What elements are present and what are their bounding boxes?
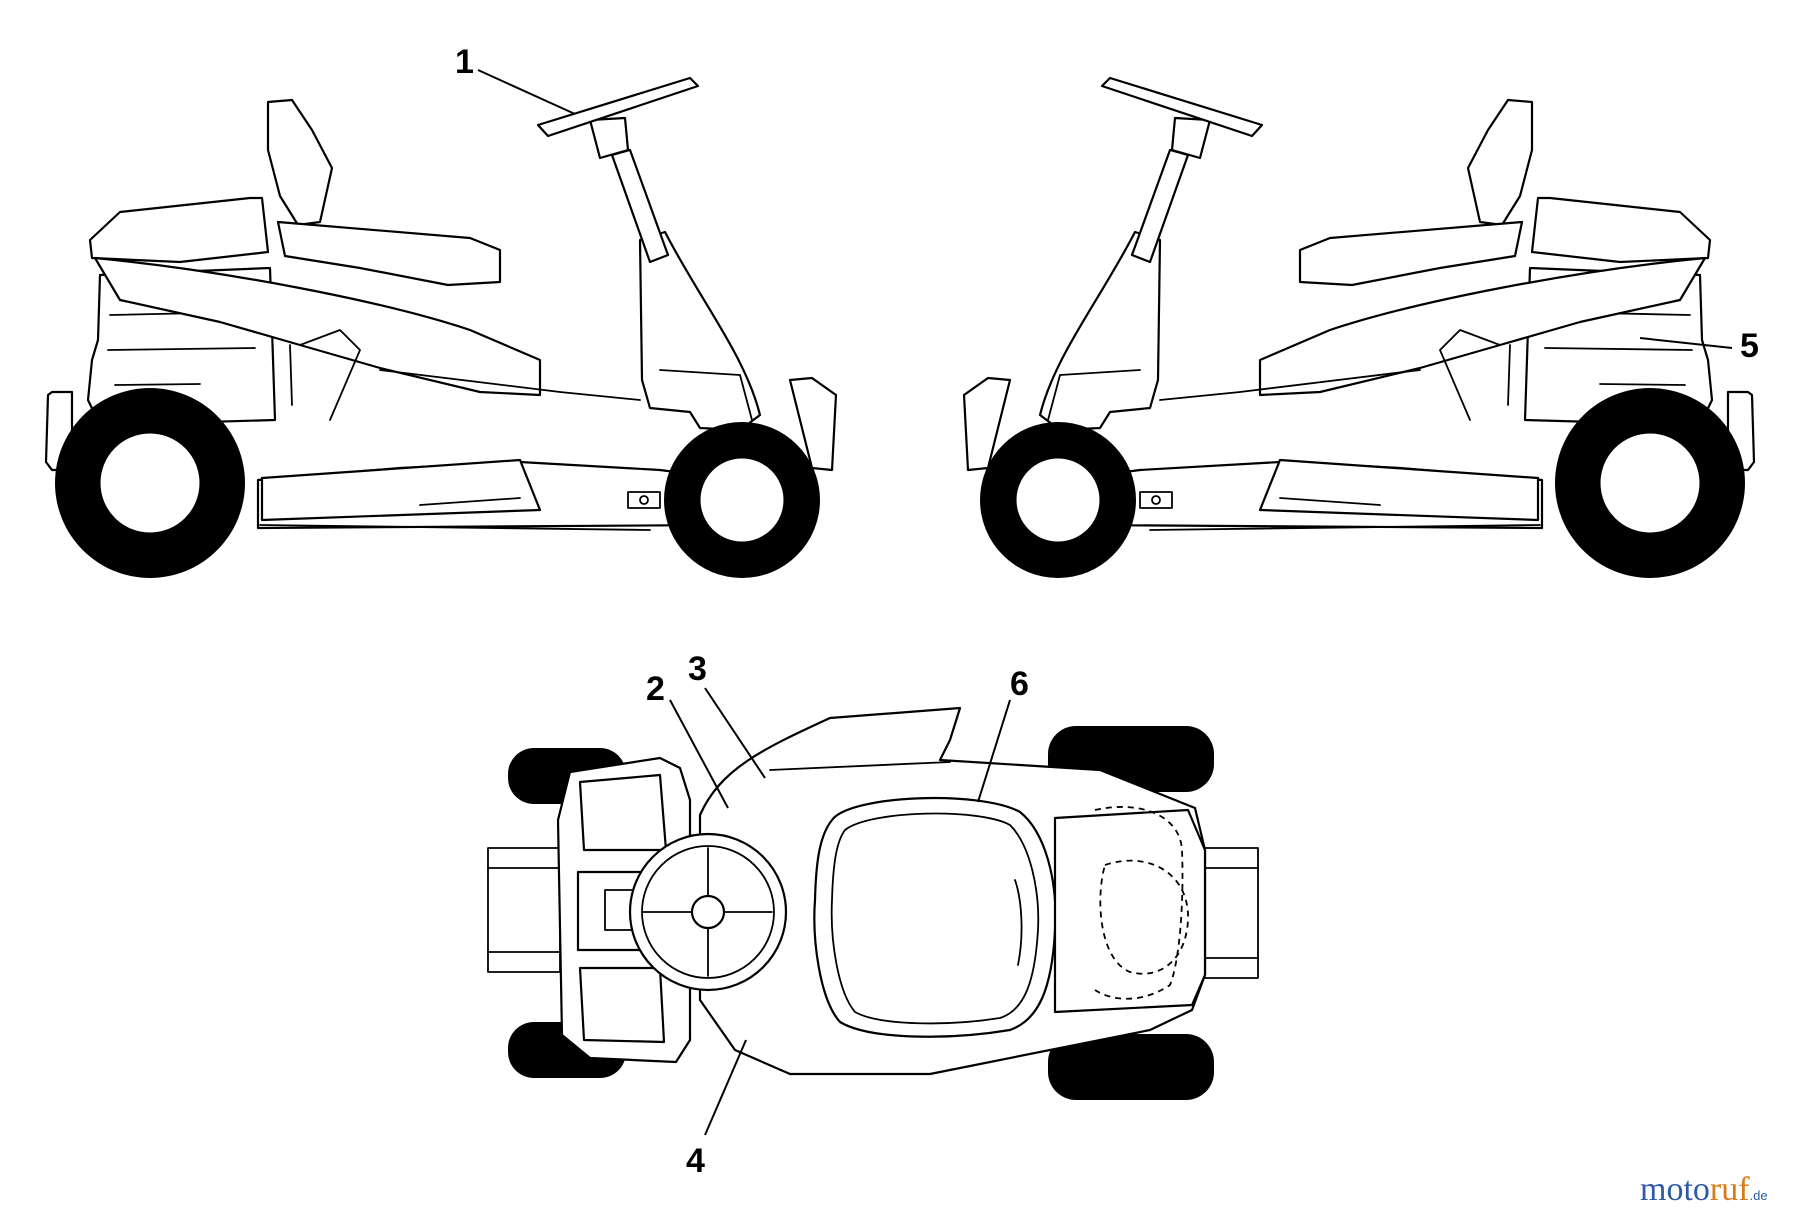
callout-2: 2: [646, 670, 665, 708]
watermark-part-1: moto: [1640, 1171, 1710, 1208]
leader-5: [1639, 337, 1733, 349]
callout-6: 6: [1010, 665, 1029, 703]
callout-3: 3: [688, 650, 707, 688]
leader-4: [704, 1039, 747, 1136]
svg-text:motoruf.de: motoruf.de: [1640, 1171, 1768, 1208]
callout-5: 5: [1740, 327, 1759, 365]
watermark-logo: motoruf.de: [1640, 1171, 1768, 1208]
leader-1: [477, 69, 576, 115]
watermark-part-3: .de: [1750, 1188, 1768, 1203]
callout-1: 1: [455, 43, 474, 81]
leader-3: [704, 687, 766, 779]
callout-4: 4: [686, 1142, 705, 1180]
leader-2: [669, 699, 729, 809]
mower-side-view-left: [44, 76, 838, 578]
leader-lines: [477, 69, 1733, 1136]
leader-6: [977, 699, 1011, 803]
callouts: 1 2 3 4 5 6: [455, 43, 1759, 1180]
watermark-part-2: ruf: [1710, 1171, 1750, 1208]
mower-top-view: [487, 706, 1259, 1100]
mower-side-view-right: [962, 76, 1756, 578]
